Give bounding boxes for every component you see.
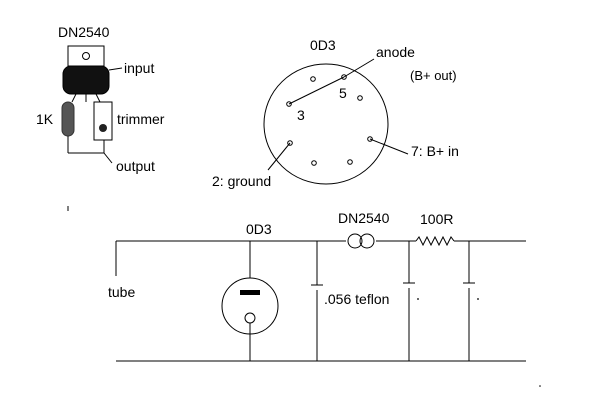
socket-pin xyxy=(357,95,363,101)
trimmer-pot xyxy=(93,101,113,141)
dn2540-wiring: DN2540 input 1K trimmer output xyxy=(36,24,165,174)
trimmer-label: trimmer xyxy=(117,111,165,127)
dn2540-schematic-label: DN2540 xyxy=(338,210,390,226)
r100-label: 100R xyxy=(420,211,453,227)
cap1-dot xyxy=(417,298,419,300)
pin7-label: 7: B+ in xyxy=(411,143,459,159)
resistor-1k xyxy=(61,101,75,137)
resistor-100r xyxy=(415,235,455,247)
anode-pointer xyxy=(343,58,375,78)
pin2-pointer xyxy=(267,142,291,171)
cap2-dot xyxy=(477,298,479,300)
ccs-circle-right xyxy=(359,233,375,249)
trimmer-screw xyxy=(99,124,107,132)
anode-label: anode xyxy=(376,44,415,60)
dn2540-top-label: DN2540 xyxy=(58,24,110,40)
pin2-label: 2: ground xyxy=(212,173,271,189)
socket-outline xyxy=(263,63,389,185)
transistor-leg-left xyxy=(71,93,77,103)
resistor-1k-label: 1K xyxy=(36,111,54,127)
pin5-label: 5 xyxy=(339,85,347,101)
socket-pin xyxy=(347,159,353,165)
od3-top-label: 0D3 xyxy=(310,37,336,53)
od3-schematic-label: 0D3 xyxy=(246,221,272,237)
ccs-circle-left xyxy=(347,233,363,249)
stray-dot xyxy=(539,385,541,387)
input-pointer xyxy=(108,67,123,71)
od3-tube-cathode xyxy=(244,312,256,324)
od3-socket-pinout: 0D3 3 5 anode (B+ out) 7: B+ in 2: groun… xyxy=(212,37,459,189)
od3-tube-anode xyxy=(240,290,260,295)
pin3-label: 3 xyxy=(297,107,305,123)
regulator-schematic: tube 0D3 .056 teflon DN2540 100R xyxy=(108,210,526,362)
pin7-pointer xyxy=(369,138,409,155)
tube-label: tube xyxy=(108,284,135,300)
socket-pin xyxy=(311,160,317,166)
b-plus-out-label: (B+ out) xyxy=(410,68,457,83)
output-label: output xyxy=(116,158,155,174)
socket-pin xyxy=(310,76,316,82)
transistor-body xyxy=(62,65,110,95)
input-label: input xyxy=(124,60,154,76)
transistor-tab-hole xyxy=(82,52,90,60)
jumper-pin3-pin5 xyxy=(288,76,345,105)
output-pointer xyxy=(103,152,113,164)
cap-teflon-label: .056 teflon xyxy=(324,291,389,307)
transistor-leg-right xyxy=(95,93,101,103)
